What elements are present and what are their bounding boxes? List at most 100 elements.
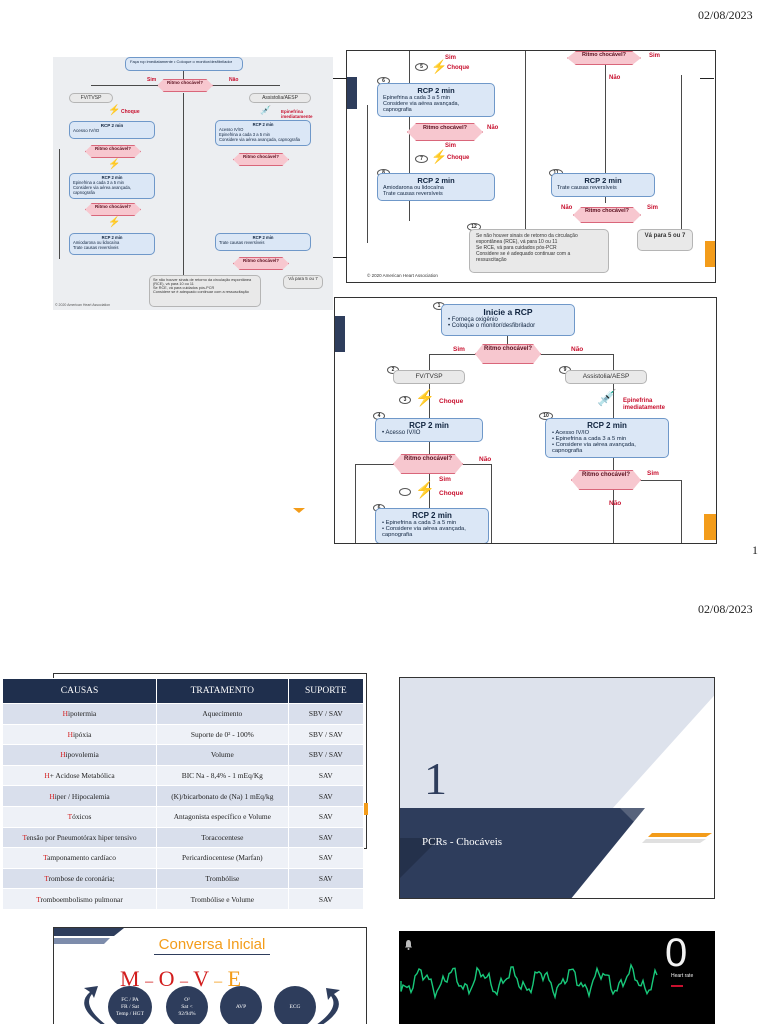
- shock-bolt-icon: ⚡: [108, 217, 121, 228]
- no-label: Não: [479, 456, 492, 463]
- cause-cell: Hipovolemia: [1, 744, 158, 766]
- deco-accent: [704, 514, 716, 540]
- dash: –: [145, 973, 154, 990]
- rhythm-diamond: Ritmo chocável?: [475, 344, 541, 364]
- connector: [700, 78, 714, 79]
- rhythm-diamond-3: Ritmo chocável?: [571, 470, 641, 490]
- support-cell: SAV: [287, 826, 365, 849]
- shock-label: Choque: [121, 109, 140, 115]
- syringe-icon: 💉: [260, 105, 272, 115]
- cause-text: + Acidose Metabólica: [49, 771, 115, 781]
- rhythm-diamond-2: Ritmo chocável?: [407, 123, 483, 141]
- cause-initial: T: [43, 853, 48, 863]
- shock-bolt-icon: ⚡: [415, 482, 435, 499]
- credit-text: © 2020 American Heart Association: [367, 273, 438, 278]
- treatment-cell: Aquecimento: [156, 703, 289, 725]
- box10: RCP 2 min• Acesso IV/IO• Epinefrina a ca…: [545, 418, 669, 458]
- support-cell: SAV: [287, 764, 365, 787]
- table-row: Hiper / Hipocalemia(K)/bicarbonato de (N…: [1, 785, 365, 807]
- mnemonic-letter: O: [158, 966, 175, 991]
- cause-initial: H: [62, 709, 69, 719]
- rhythm-diamond-3: Ritmo chocável?: [233, 153, 289, 166]
- cause-initial: T: [36, 894, 41, 904]
- rhythm-diamond-4: Ritmo chocável?: [85, 203, 141, 216]
- mnemonic-letter: E: [227, 966, 242, 991]
- box12: Se não houver sinais de retorno da circu…: [469, 229, 609, 273]
- ecg-waveform: [400, 962, 658, 1000]
- support-cell: SAV: [287, 847, 365, 869]
- cause-text: ensão por Pneumotórax hiper tensivo: [26, 832, 137, 842]
- fv-box: FV/TVSP: [393, 370, 465, 384]
- connector: [333, 257, 347, 258]
- step-number: 5: [415, 63, 428, 71]
- shock-bolt-icon: ⚡: [415, 390, 435, 407]
- yes-label: Sim: [445, 143, 457, 149]
- shock-label: Choque: [447, 155, 470, 161]
- mnemonic-letter: M: [120, 966, 140, 991]
- treatment-cell: (K)/bicarbonato de (Na) 1 mEq/kg: [156, 785, 289, 807]
- dash: –: [214, 973, 223, 990]
- treatment-cell: BIC Na - 8,4% - 1 mEq/Kg: [156, 764, 289, 787]
- yes-label: Sim: [445, 55, 457, 61]
- start-box: Faça rcp imediatamente • Coloque o monit…: [125, 57, 243, 71]
- shock-label: Choque: [447, 65, 470, 71]
- cause-cell: Hipotermia: [1, 703, 158, 725]
- yes-label: Sim: [453, 346, 465, 353]
- support-cell: SBV / SAV: [287, 703, 365, 725]
- deco-bar: [347, 77, 357, 109]
- asys-box: Assistolia/AESP: [249, 93, 311, 103]
- shock-bolt-icon: ⚡: [108, 105, 121, 116]
- shock-bolt-icon: ⚡: [108, 159, 121, 170]
- section-title: PCRs - Chocáveis: [422, 836, 503, 848]
- support-cell: SBV / SAV: [287, 744, 365, 766]
- move-mnemonic: M – O – V – E: [120, 966, 310, 992]
- yes-label: Sim: [647, 470, 659, 477]
- mnemonic-letter: V: [193, 966, 209, 991]
- cause-cell: H+ Acidose Metabólica: [1, 764, 158, 787]
- support-cell: SAV: [287, 867, 365, 890]
- cause-cell: Hipóxia: [1, 723, 158, 746]
- slide-ecg-monitor: 0 Heart rate: [399, 931, 715, 1024]
- alarm-indicator: [671, 985, 683, 987]
- page-date: 02/08/2023: [698, 8, 753, 22]
- rhythm-diamond: Ritmo chocável?: [567, 51, 641, 65]
- support-cell: SAV: [287, 888, 365, 910]
- circle-vitals: FC / PA FR / Sat Temp / HGT: [108, 986, 152, 1024]
- yes-label: Sim: [439, 476, 451, 483]
- cause-text: amponamento cardíaco: [47, 853, 116, 863]
- section-decoration: [400, 678, 714, 898]
- epi-label: Epinefrina imediatamente: [623, 398, 666, 411]
- shock-bolt-icon: ⚡: [431, 149, 448, 164]
- heart-rate-label: Heart rate: [671, 973, 694, 979]
- cause-initial: H: [67, 729, 73, 739]
- rhythm-diamond-5: Ritmo chocável?: [233, 257, 289, 270]
- slide-conversa-inicial: Conversa Inicial M – O – V – E FC / PA F…: [53, 927, 367, 1024]
- fv-box: FV/TVSP: [69, 93, 113, 103]
- connector: [333, 78, 347, 79]
- treatment-cell: Suporte de 0² - 100%: [156, 723, 289, 746]
- box12: Se não houver sinais de retorno da circu…: [149, 275, 261, 307]
- bell-icon: [405, 937, 412, 950]
- deco-stripes: [640, 832, 712, 843]
- col-header: SUPORTE: [287, 678, 365, 704]
- circle-oxygen: O² Sat < 92/94%: [166, 986, 208, 1024]
- support-cell: SAV: [287, 805, 365, 828]
- step-number: 3: [399, 396, 411, 404]
- cause-cell: Hiper / Hipocalemia: [1, 785, 158, 807]
- header-decoration: [54, 928, 124, 944]
- cause-initial: H: [60, 750, 66, 760]
- cause-text: iper / Hipocalemia: [54, 791, 110, 801]
